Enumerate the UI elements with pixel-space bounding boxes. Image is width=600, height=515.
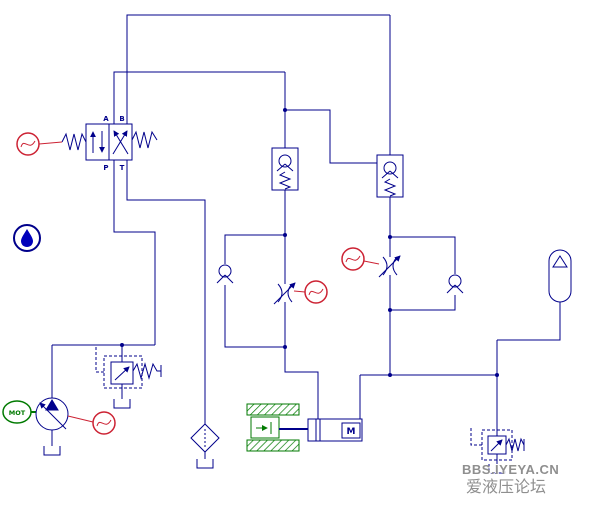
valve-port-t-label: T	[120, 164, 125, 172]
check-valve-right[interactable]	[446, 274, 464, 294]
variable-orifice-right[interactable]	[378, 255, 401, 278]
return-filter[interactable]	[190, 423, 220, 453]
signal-waveform-icon	[96, 419, 112, 427]
signal-waveform-icon	[308, 288, 324, 296]
hydraulic-cylinder[interactable]: M	[279, 418, 363, 442]
directional-valve[interactable]: A B P T	[61, 115, 158, 172]
valve-spring-left	[61, 132, 87, 151]
relief-spring	[132, 362, 161, 380]
signal-source-orifice-right[interactable]	[341, 247, 380, 271]
signal-waveform-icon	[20, 140, 36, 148]
drop-icon	[21, 229, 33, 247]
valve-port-p-label: P	[103, 164, 108, 172]
accumulator[interactable]	[548, 249, 572, 303]
signal-waveform-icon	[345, 255, 361, 263]
check-spring	[278, 171, 292, 190]
valve-port-b-label: B	[119, 115, 124, 123]
relief-valve-outlet[interactable]	[481, 429, 525, 461]
valve-spring-right	[131, 130, 158, 149]
pilot-drain-lines	[95, 347, 482, 446]
signal-source-pump[interactable]	[67, 411, 116, 435]
check-valve-left[interactable]	[216, 264, 234, 284]
signal-source-orifice-left[interactable]	[293, 280, 328, 304]
watermark-site: BBS.IYEYA.CN	[462, 462, 560, 477]
variable-pump[interactable]	[35, 397, 69, 431]
variable-orifice-left[interactable]	[273, 282, 296, 305]
tank-symbol-filter[interactable]	[196, 459, 214, 469]
pilot-check-valve-left[interactable]	[271, 147, 299, 191]
motor-label: MOT	[9, 409, 26, 417]
tank-symbol-outlet[interactable]	[488, 464, 506, 474]
tank-symbol-pump[interactable]	[43, 446, 61, 456]
gas-symbol-icon	[552, 255, 568, 268]
pump-outlet-triangle	[45, 399, 59, 411]
pilot-check-valve-right[interactable]	[376, 154, 404, 198]
circuit-wiring	[51, 14, 561, 464]
mass-load[interactable]	[246, 403, 300, 452]
relief-valve-main[interactable]	[103, 355, 162, 389]
relief-spring	[505, 437, 525, 452]
fluid-properties-icon[interactable]	[13, 224, 41, 252]
signal-source-valve[interactable]	[16, 132, 63, 156]
check-spring	[383, 178, 397, 197]
junction-dots	[120, 108, 499, 377]
valve-port-a-label: A	[103, 115, 109, 123]
electric-motor[interactable]: MOT	[2, 400, 36, 424]
tank-symbol-relief[interactable]	[113, 399, 131, 409]
watermark-forum-name: 爱液压论坛	[466, 479, 547, 496]
cylinder-mass-label: M	[347, 427, 356, 437]
